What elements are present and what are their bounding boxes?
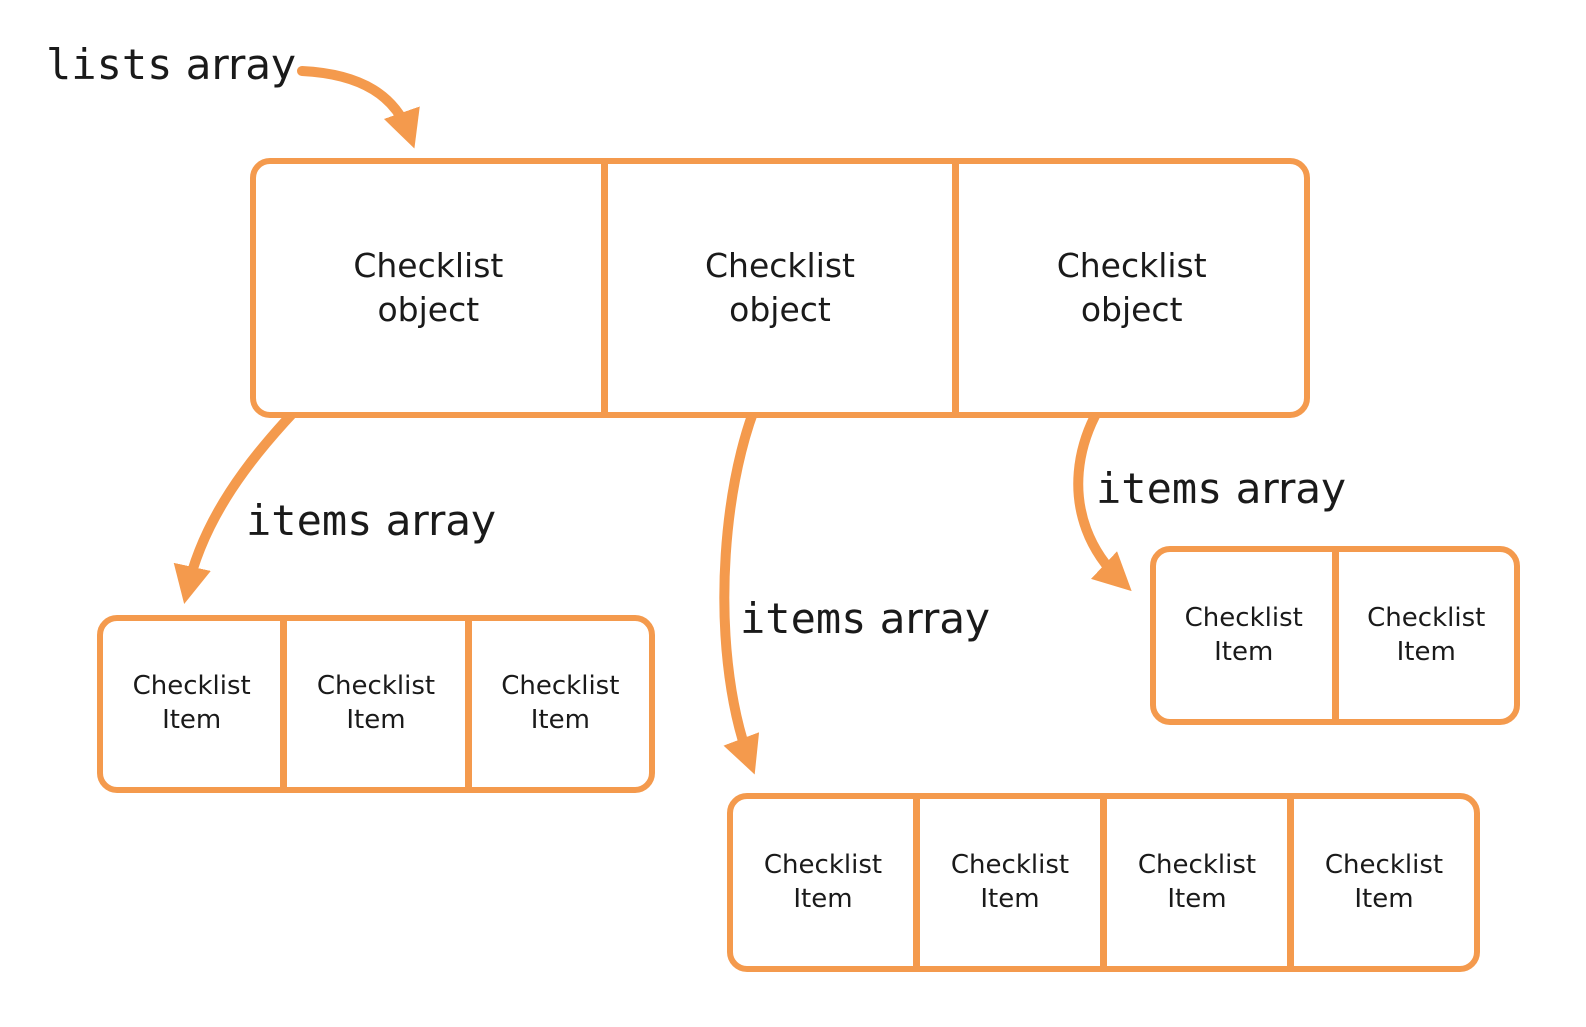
items-array-label-left-code: items [246,496,373,545]
checklist-item-cell: Checklist Item [280,621,464,787]
items-array-box-left: Checklist Item Checklist Item Checklist … [97,615,655,793]
items-array-box-right: Checklist Item Checklist Item [1150,546,1520,725]
checklist-item-cell: Checklist Item [464,621,649,787]
lists-array-box: Checklist object Checklist object Checkl… [250,158,1310,418]
items-array-label-left-plain: array [385,496,496,545]
checklist-item-cell: Checklist Item [1287,799,1474,966]
checklist-object-cell-3: Checklist object [952,164,1304,412]
items-array-box-middle: Checklist Item Checklist Item Checklist … [727,793,1480,972]
arrow-items-mid-icon [719,367,777,775]
checklist-item-cell: Checklist Item [913,799,1100,966]
lists-array-label: lists array [46,40,296,89]
lists-array-label-code: lists [46,40,173,89]
items-array-label-middle-code: items [740,594,867,643]
checklist-object-cell-1: Checklist object [353,246,504,329]
items-array-label-right: items array [1096,464,1346,513]
checklist-item-cell: Checklist Item [1184,602,1303,667]
items-array-label-middle-plain: array [879,594,990,643]
checklist-item-cell: Checklist Item [763,849,883,914]
arrow-lists-array-icon [297,66,420,149]
items-array-label-right-code: items [1096,464,1223,513]
items-array-label-middle: items array [740,594,990,643]
checklist-item-cell: Checklist Item [132,671,251,735]
checklist-object-cell-2: Checklist object [600,164,953,412]
checklist-item-cell: Checklist Item [1331,552,1515,719]
checklist-item-cell: Checklist Item [1100,799,1287,966]
items-array-label-left: items array [246,496,496,545]
lists-array-label-plain: array [185,40,296,89]
items-array-label-right-plain: array [1235,464,1346,513]
